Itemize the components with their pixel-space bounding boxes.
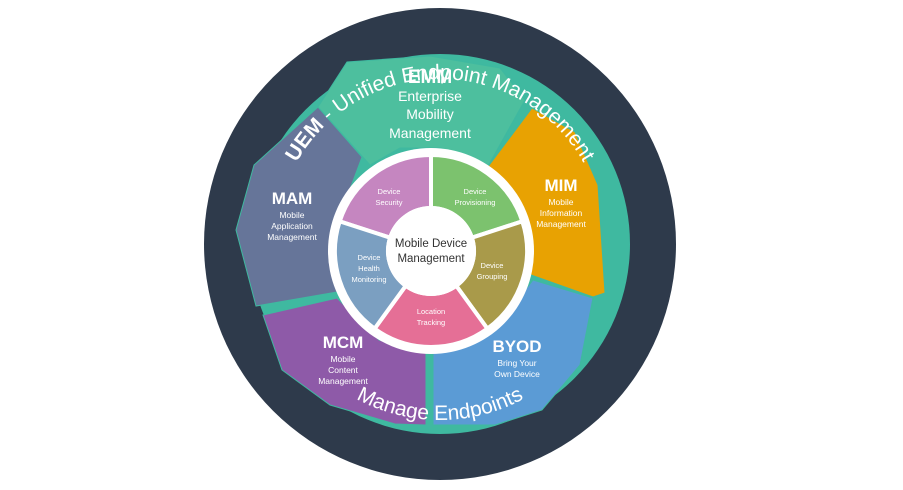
mam-line2: Application: [271, 221, 313, 231]
mcm-line2: Content: [328, 365, 358, 375]
segment-emm[interactable]: [317, 55, 526, 169]
mim-title: MIM: [544, 176, 577, 195]
provisioning-line2: Provisioning: [455, 198, 496, 207]
mim-line2: Information: [540, 208, 583, 218]
provisioning-line1: Device: [464, 187, 487, 196]
security-line1: Device: [378, 187, 401, 196]
health-line1: Device: [358, 253, 381, 262]
mam-line1: Mobile: [279, 210, 304, 220]
tracking-line2: Tracking: [417, 318, 445, 327]
byod-line1: Bring Your: [497, 358, 536, 368]
emm-title: EMM: [408, 67, 452, 88]
byod-title: BYOD: [492, 337, 541, 356]
center-circle: [386, 206, 476, 296]
mcm-line3: Management: [318, 376, 368, 386]
emm-line1: Enterprise: [398, 88, 462, 104]
center-line1: Mobile Device: [395, 238, 467, 250]
byod-line2: Own Device: [494, 369, 540, 379]
mam-title: MAM: [272, 189, 313, 208]
mcm-line1: Mobile: [330, 354, 355, 364]
emm-line3: Management: [389, 125, 471, 141]
mim-line3: Management: [536, 219, 586, 229]
mim-line1: Mobile: [548, 197, 573, 207]
mcm-title: MCM: [323, 333, 364, 352]
health-line3: Monitoring: [351, 275, 386, 284]
emm-line2: Mobility: [406, 106, 453, 122]
mam-line3: Management: [267, 232, 317, 242]
security-line2: Security: [375, 198, 402, 207]
tracking-line1: Location: [417, 307, 445, 316]
grouping-line2: Grouping: [477, 272, 508, 281]
grouping-line1: Device: [481, 261, 504, 270]
health-line2: Health: [358, 264, 380, 273]
center-line2: Management: [397, 253, 465, 265]
